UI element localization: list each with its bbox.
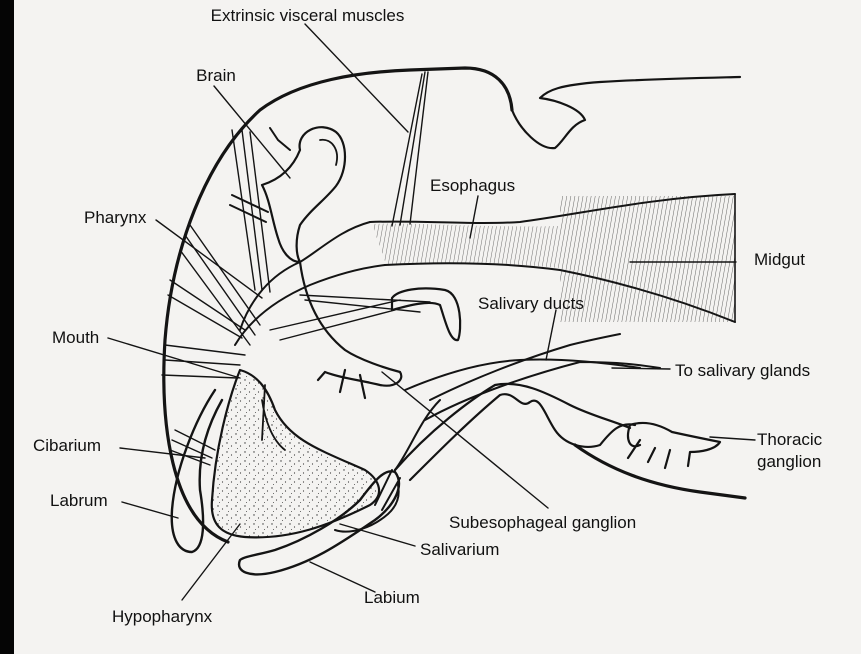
label-hypopharynx: Hypopharynx xyxy=(112,607,212,627)
label-brain: Brain xyxy=(186,66,246,86)
visceral-muscles xyxy=(162,72,430,465)
ventral-body-wall xyxy=(575,445,745,498)
label-labrum: Labrum xyxy=(50,491,108,511)
esophagus-muscle xyxy=(372,224,560,268)
label-subesophageal-ganglion: Subesophageal ganglion xyxy=(449,513,636,533)
ventral-nerve-cord xyxy=(410,394,635,480)
label-extrinsic-visceral-muscles: Extrinsic visceral muscles xyxy=(175,6,440,26)
thoracic-ganglion xyxy=(628,423,720,468)
label-salivary-ducts: Salivary ducts xyxy=(478,294,584,314)
pharynx-wall xyxy=(235,222,385,345)
label-cibarium: Cibarium xyxy=(33,436,101,456)
label-salivarium: Salivarium xyxy=(420,540,499,560)
pharyngeal-sclerite xyxy=(392,288,460,340)
label-thoracic: Thoracic xyxy=(757,430,822,450)
label-midgut: Midgut xyxy=(754,250,805,270)
label-labium: Labium xyxy=(364,588,420,608)
label-mouth: Mouth xyxy=(52,328,99,348)
brain-outline xyxy=(262,127,345,262)
hypopharynx-body xyxy=(212,370,379,537)
neck-membrane xyxy=(512,77,740,148)
midgut-muscle-band xyxy=(560,196,735,322)
salivary-duct-1 xyxy=(430,334,620,400)
label-pharynx: Pharynx xyxy=(84,208,146,228)
label-ganglion: ganglion xyxy=(757,452,821,472)
label-esophagus: Esophagus xyxy=(430,176,515,196)
label-to-salivary-glands: To salivary glands xyxy=(675,361,810,381)
